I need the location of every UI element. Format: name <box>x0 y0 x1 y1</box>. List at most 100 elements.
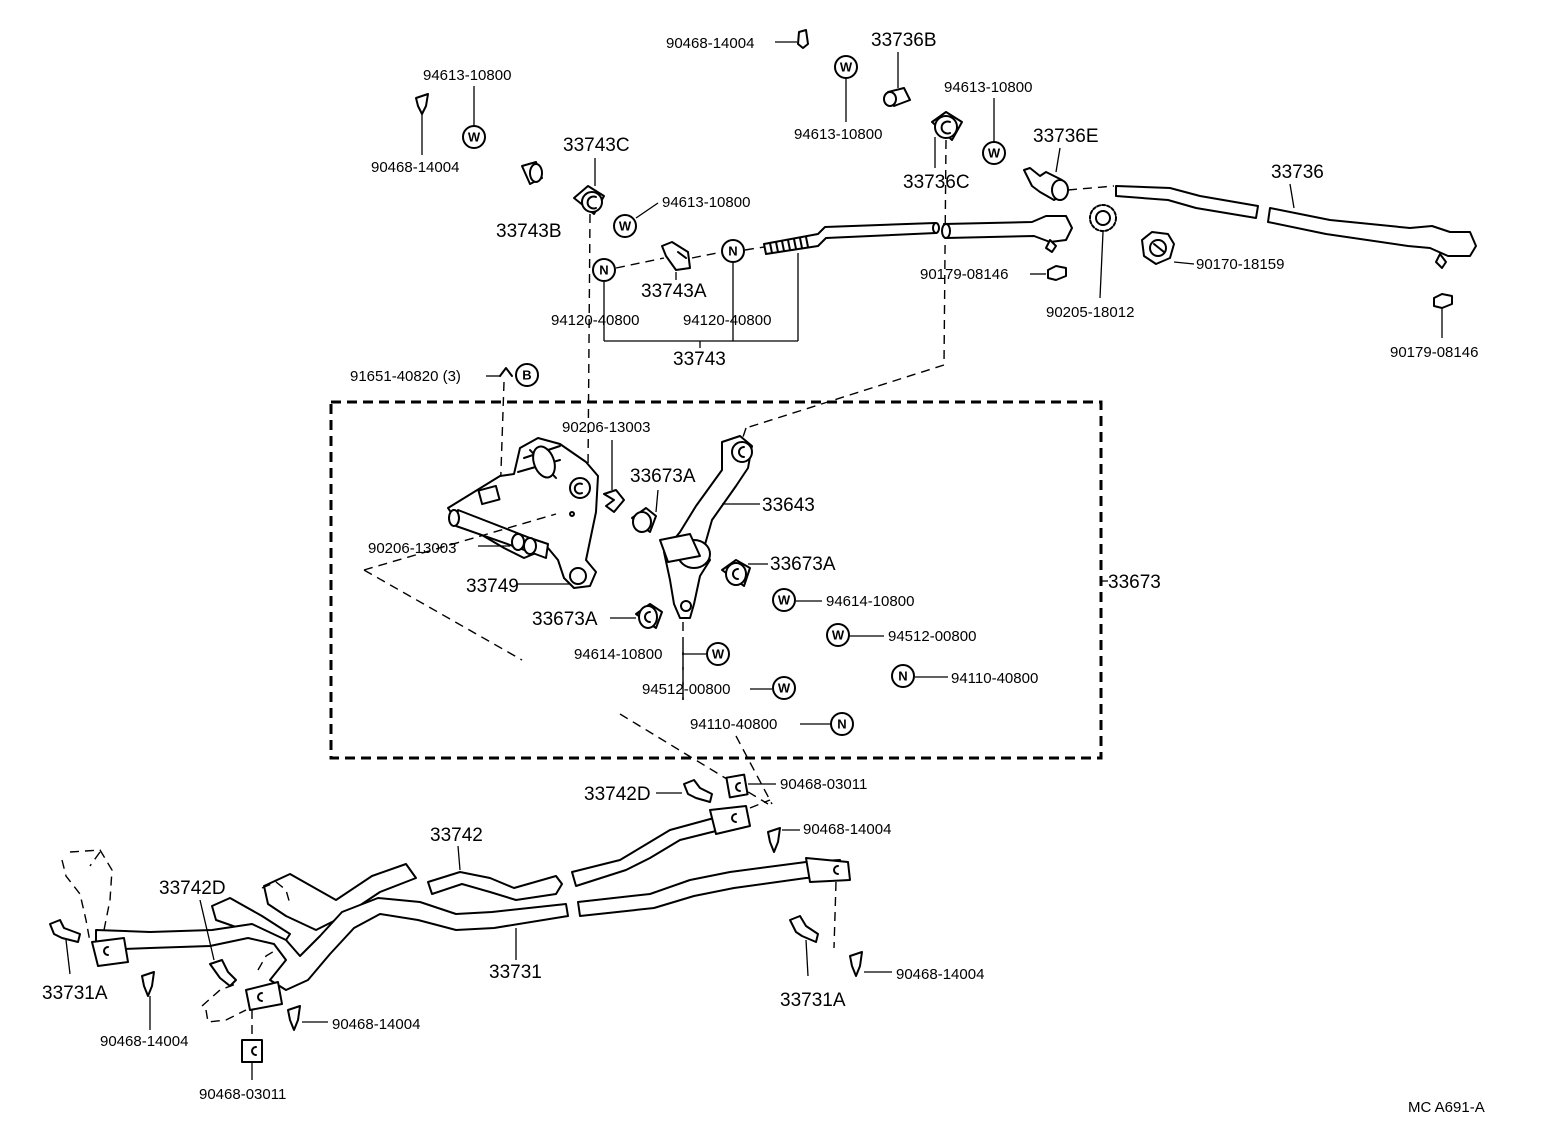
label-33742D: 33742D <box>159 878 226 899</box>
adjuster-icon <box>1023 167 1069 201</box>
bushing-icon <box>635 603 663 629</box>
washer-icon: W <box>834 55 858 122</box>
washer-icon: W <box>706 642 730 666</box>
label-90468-14004: 90468-14004 <box>666 35 754 52</box>
label-33742D: 33742D <box>584 784 651 805</box>
label-94613-10800: 94613-10800 <box>662 194 750 211</box>
label-90205-18012: 90205-18012 <box>1046 304 1134 321</box>
bushing-icon <box>631 507 657 533</box>
nut-icon: N <box>592 258 616 282</box>
label-33673A: 33673A <box>630 466 696 487</box>
rod-33731-icon <box>91 857 851 1011</box>
label-33743B: 33743B <box>496 221 562 242</box>
label-94613-10800: 94613-10800 <box>794 126 882 143</box>
svg-text:W: W <box>840 60 853 75</box>
bolt-icon <box>683 779 713 803</box>
washer-icon: W <box>613 202 659 238</box>
label-33736B: 33736B <box>871 30 937 51</box>
svg-text:N: N <box>728 244 737 259</box>
nut-icon <box>1433 293 1453 338</box>
lever-33643-icon <box>659 435 753 619</box>
svg-text:B: B <box>522 368 531 383</box>
label-90468-14004: 90468-14004 <box>371 159 459 176</box>
svg-text:W: W <box>619 219 632 234</box>
label-33736: 33736 <box>1271 162 1324 183</box>
assembly-box-33673 <box>329 400 1103 760</box>
castle-nut-icon <box>1141 231 1195 265</box>
cotter-pin-icon <box>287 1005 328 1031</box>
svg-text:W: W <box>778 593 791 608</box>
spring-clip-icon <box>603 489 625 513</box>
washer-icon: W <box>772 676 796 700</box>
label-94120-40800: 94120-40800 <box>683 312 771 329</box>
nut-icon: N <box>891 664 948 688</box>
label-33742: 33742 <box>430 825 483 846</box>
label-33749: 33749 <box>466 576 519 597</box>
svg-text:W: W <box>468 130 481 145</box>
clip-icon <box>725 773 776 799</box>
pedal-outline-icon <box>61 849 291 1023</box>
bolt-icon <box>209 959 237 987</box>
cotter-pin-icon <box>141 971 155 1030</box>
label-33673A: 33673A <box>532 609 598 630</box>
label-94120-40800: 94120-40800 <box>551 312 639 329</box>
washer-icon: W <box>982 141 1006 165</box>
label-94110-40800: 94110-40800 <box>951 670 1038 687</box>
label-33731A: 33731A <box>42 983 108 1004</box>
label-90468-03011: 90468-03011 <box>780 776 867 793</box>
lock-washer-icon <box>1089 204 1117 299</box>
label-94512-00800: 94512-00800 <box>642 681 730 698</box>
bolt-icon <box>49 919 81 975</box>
label-94613-10800: 94613-10800 <box>423 67 511 84</box>
svg-text:W: W <box>988 146 1001 161</box>
ball-joint-icon <box>941 215 1073 253</box>
label-33743: 33743 <box>673 349 726 370</box>
label-90179-08146: 90179-08146 <box>1390 344 1478 361</box>
washer-icon: W <box>462 125 486 149</box>
cotter-pin-icon <box>775 29 809 49</box>
label-33736C: 33736C <box>903 172 970 193</box>
label-33673A: 33673A <box>770 554 836 575</box>
bracket-33749-icon <box>447 437 599 589</box>
svg-text:N: N <box>898 669 907 684</box>
bushing-icon <box>521 161 543 185</box>
bushing-icon <box>883 52 911 107</box>
svg-text:W: W <box>778 681 791 696</box>
label-33736E: 33736E <box>1033 126 1099 147</box>
clip-icon <box>661 241 691 271</box>
label-94110-40800: 94110-40800 <box>690 716 777 733</box>
label-33731A: 33731A <box>780 990 846 1011</box>
rod-icon <box>1115 185 1477 269</box>
label-33673: 33673 <box>1108 572 1161 593</box>
label-90468-14004: 90468-14004 <box>896 966 984 983</box>
svg-text:N: N <box>599 263 608 278</box>
label-90179-08146: 90179-08146 <box>920 266 1008 283</box>
label-90468-03011: 90468-03011 <box>199 1086 286 1103</box>
label-94614-10800: 94614-10800 <box>826 593 914 610</box>
svg-text:N: N <box>837 717 846 732</box>
bushing-icon <box>931 111 963 141</box>
label-33743C: 33743C <box>563 135 630 156</box>
rod-icon <box>763 222 940 255</box>
label-33743A: 33743A <box>641 281 707 302</box>
svg-text:W: W <box>832 628 845 643</box>
label-90468-14004: 90468-14004 <box>100 1033 188 1050</box>
label-94614-10800: 94614-10800 <box>574 646 662 663</box>
cotter-pin-icon <box>767 827 800 853</box>
label-33731: 33731 <box>489 962 542 983</box>
label-94613-10800: 94613-10800 <box>944 79 1032 96</box>
label-91651-40820: 91651-40820 (3) <box>350 368 461 385</box>
washer-icon: W <box>826 623 884 647</box>
bushing-icon <box>721 559 751 587</box>
cotter-pin-icon <box>415 93 429 155</box>
washer-icon <box>511 533 537 555</box>
label-90468-14004: 90468-14004 <box>803 821 891 838</box>
nut-icon: N <box>830 712 854 736</box>
washer-icon: W <box>772 588 822 612</box>
label-94512-00800: 94512-00800 <box>888 628 976 645</box>
bushing-icon <box>573 185 605 215</box>
clip-icon <box>241 1039 263 1080</box>
label-90206-13003: 90206-13003 <box>562 419 650 436</box>
label-90468-14004: 90468-14004 <box>332 1016 420 1033</box>
